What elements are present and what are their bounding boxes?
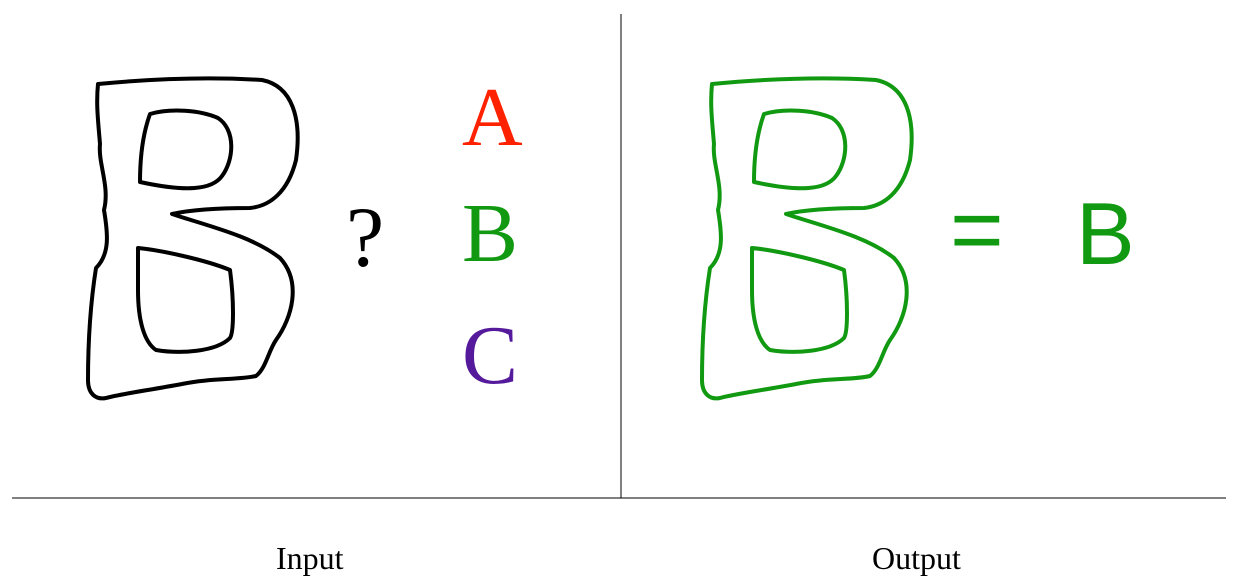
- choice-c: C: [462, 309, 519, 402]
- output-sketch-b-icon: [700, 76, 914, 401]
- input-sketch-b-icon: [86, 76, 300, 401]
- choice-a: A: [462, 71, 523, 164]
- question-mark: ?: [346, 189, 385, 285]
- choice-b: B: [462, 187, 519, 280]
- input-caption: Input: [276, 540, 344, 576]
- output-caption: Output: [872, 540, 961, 576]
- equals-sign: =: [950, 179, 1004, 281]
- answer-letter: B: [1076, 184, 1135, 283]
